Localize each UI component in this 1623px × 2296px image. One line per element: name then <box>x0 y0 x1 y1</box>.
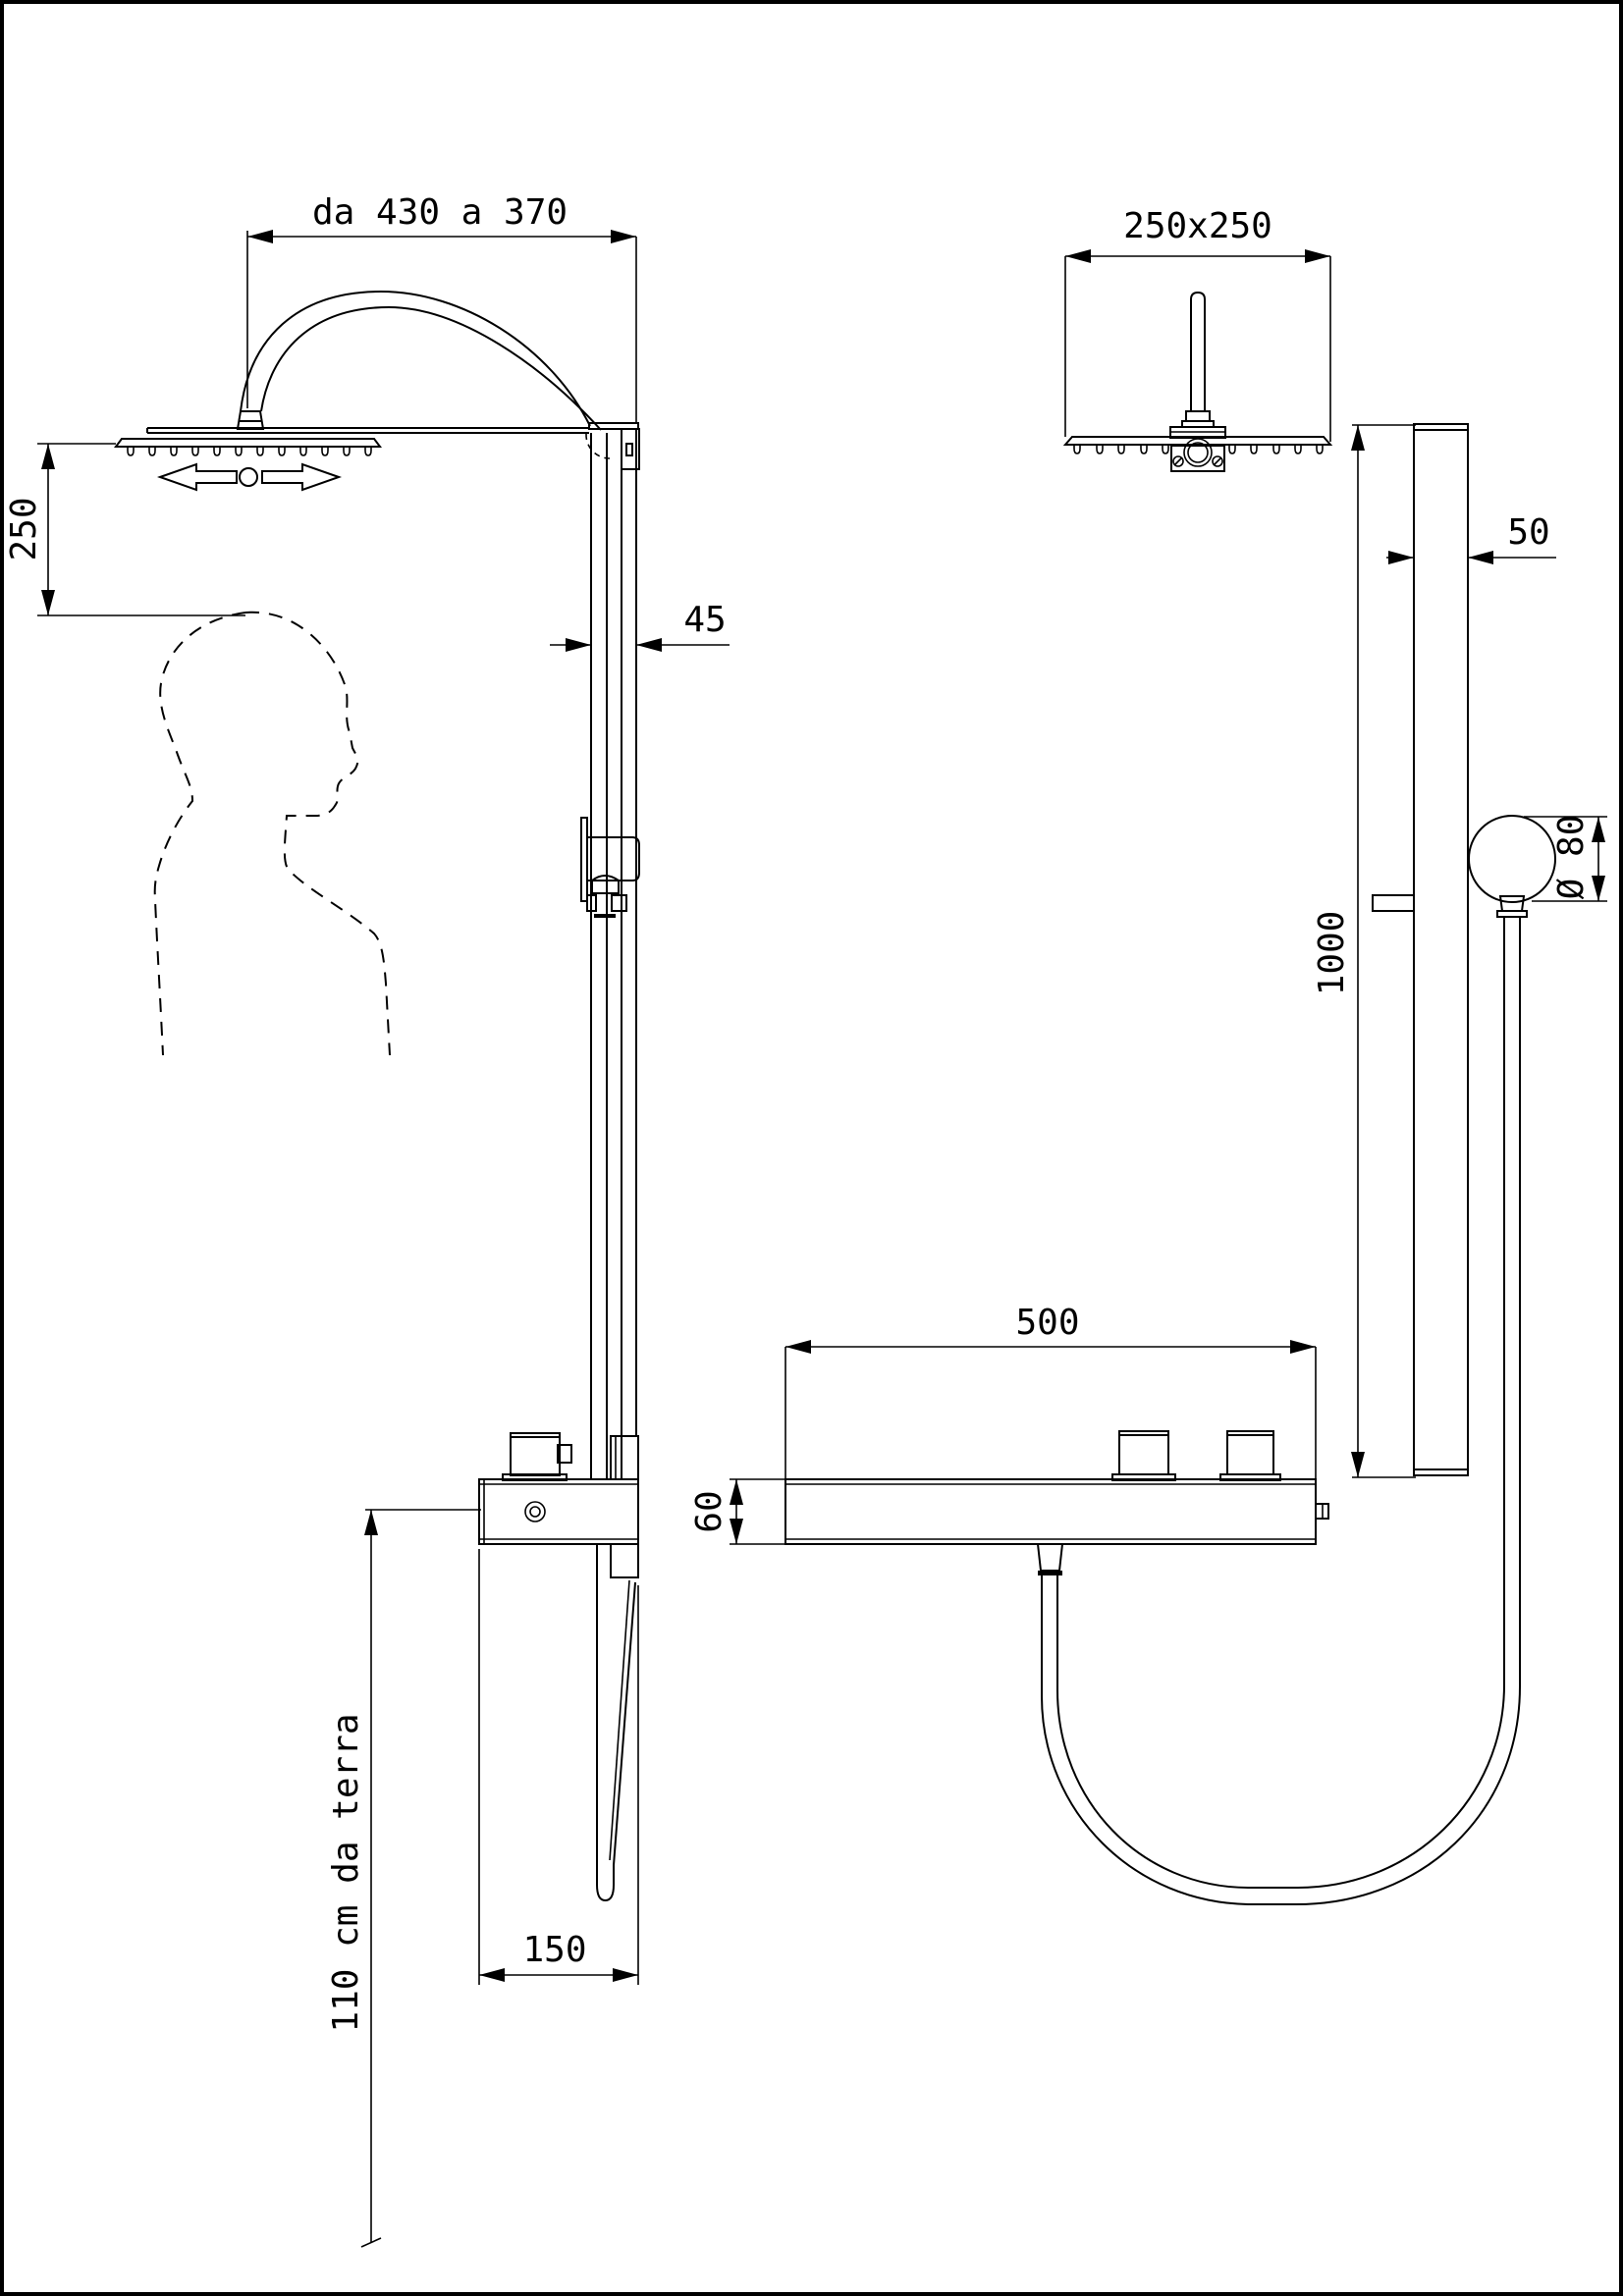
mounting-bracket-front <box>1170 438 1225 472</box>
dim-handshower-diameter: Ø 80 <box>1524 815 1607 902</box>
ceiling-arm-front <box>1169 291 1226 439</box>
side-view: da 430 a 370 250 45 150 <box>4 192 730 2248</box>
mixer-front <box>784 1430 1329 1545</box>
dim-head-size: 250x250 <box>1064 206 1331 442</box>
shower-column-side <box>585 428 640 1479</box>
dim-install-height: 110 cm da terra <box>326 1509 481 2248</box>
dim-mixer-width-label: 500 <box>1015 1303 1079 1343</box>
dim-head-size-label: 250x250 <box>1123 206 1272 246</box>
dim-body-depth-label: 150 <box>522 1930 586 1970</box>
dim-head-drop-label: 250 <box>4 497 44 561</box>
front-view: 250x250 50 Ø 80 1000 <box>689 206 1607 1905</box>
slide-arrow-indicator <box>156 462 343 492</box>
dim-mixer-height: 60 <box>689 1478 785 1545</box>
handshower-wand-side <box>596 1544 636 1902</box>
handshower-front <box>1468 815 1556 918</box>
dim-install-height-label: 110 cm da terra <box>326 1713 366 2032</box>
dim-overhead-reach-label: da 430 a 370 <box>312 192 568 233</box>
dim-bar-width-label: 50 <box>1507 512 1549 553</box>
dim-bar-length: 1000 <box>1312 424 1416 1478</box>
showerhead-side <box>114 438 382 456</box>
dim-body-depth: 150 <box>478 1549 639 1985</box>
head-track <box>146 422 639 434</box>
dim-bar-width: 50 <box>1386 512 1556 564</box>
dim-mixer-width: 500 <box>784 1303 1317 1479</box>
dim-handshower-diameter-label: Ø 80 <box>1551 815 1592 900</box>
handshower-holder-side <box>580 817 640 918</box>
dim-column-depth-label: 45 <box>683 600 726 640</box>
overhead-arm-arc <box>236 290 602 431</box>
dim-overhead-reach: da 430 a 370 <box>246 192 637 422</box>
dim-column-depth: 45 <box>550 600 730 652</box>
dim-bar-length-label: 1000 <box>1312 911 1352 996</box>
slide-bar-front <box>1372 423 1469 1476</box>
dim-mixer-height-label: 60 <box>689 1490 730 1532</box>
mixer-side <box>478 1432 639 1578</box>
dim-head-drop: 250 <box>4 443 245 616</box>
person-silhouette <box>153 611 391 1056</box>
